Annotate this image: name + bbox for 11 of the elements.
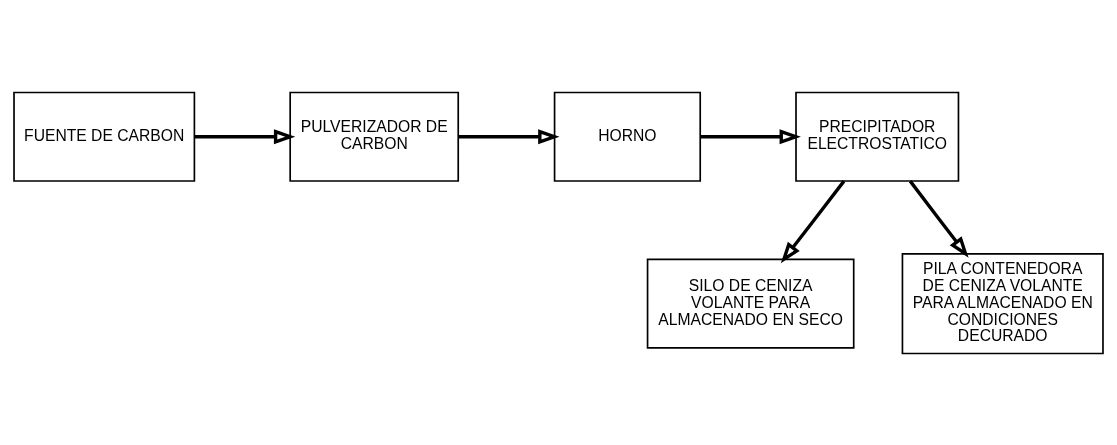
node-box: PRECIPITADOR ELECTROSTATICO bbox=[795, 91, 960, 182]
node-box: PULVERIZADOR DE CARBON bbox=[289, 91, 460, 182]
arrow bbox=[908, 179, 969, 258]
node-box: FUENTE DE CARBON bbox=[13, 91, 196, 182]
node-box: HORNO bbox=[553, 91, 702, 182]
node-box: PILA CONTENEDORA DE CENIZA VOLANTE PARA ALMACENADO EN CONDICIONES DECURADO bbox=[901, 252, 1104, 354]
arrow bbox=[780, 179, 846, 263]
node-box: SILO DE CENIZA VOLANTE PARA ALMACENADO EN SECO bbox=[646, 258, 855, 349]
arrow bbox=[194, 128, 296, 144]
arrow bbox=[700, 128, 801, 144]
arrow bbox=[458, 128, 560, 144]
